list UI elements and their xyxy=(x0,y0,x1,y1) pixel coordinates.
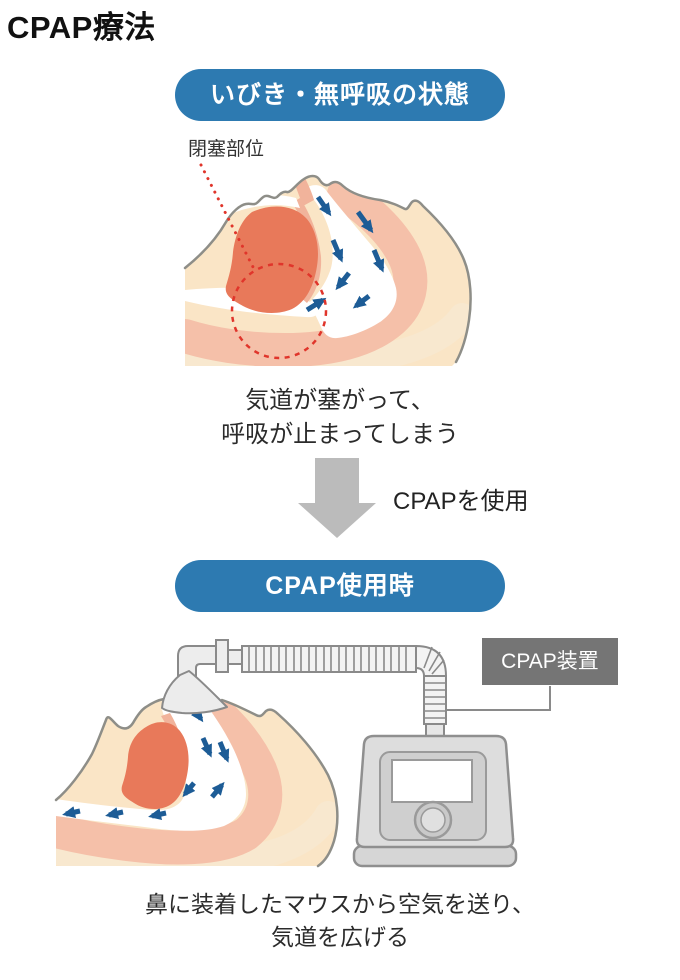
apnea-caption-line1: 気道が塞がって、 xyxy=(245,387,435,414)
hose-neck xyxy=(227,649,243,665)
hose-ribs-horizontal xyxy=(248,647,407,671)
head-profile-outline xyxy=(183,174,472,364)
airway-channel-open xyxy=(56,699,246,831)
machine-base xyxy=(352,844,518,868)
cpap-illustration xyxy=(54,639,551,868)
hose-ribs-bend xyxy=(423,646,445,675)
apnea-caption-line2: 呼吸が止まってしまう xyxy=(221,421,459,449)
hose-ribs-vertical xyxy=(425,682,445,719)
occlusion-circle xyxy=(230,262,328,360)
cpap-hose xyxy=(177,639,448,737)
tongue xyxy=(225,206,318,313)
cpap-caption-line1: 鼻に装着したマウスから空気を送り、 xyxy=(144,891,536,917)
transition-label: CPAPを使用 xyxy=(393,488,529,515)
occlusion-site-label: 閉塞部位 xyxy=(188,139,265,160)
hose-connector xyxy=(425,723,445,737)
machine-display xyxy=(391,759,473,803)
cpap-device-label: CPAP装置 xyxy=(482,638,618,685)
airway-channel-blocked xyxy=(305,185,397,339)
throat-tissue-band xyxy=(185,177,428,366)
hose-collar xyxy=(215,639,229,673)
tongue xyxy=(121,722,189,810)
apnea-state-badge: いびき・無呼吸の状態 xyxy=(175,69,505,121)
apnea-caption: 気道が塞がって、 呼吸が止まってしまう xyxy=(0,384,680,452)
device-label-connector xyxy=(446,686,551,711)
apnea-illustration xyxy=(183,163,472,366)
cpap-machine xyxy=(352,734,518,868)
cpap-usage-badge: CPAP使用時 xyxy=(175,560,505,612)
nasal-mask xyxy=(161,670,228,715)
page-title: CPAP療法 xyxy=(7,10,156,45)
head-profile-outline xyxy=(54,696,339,868)
cpap-caption-line2: 気道を広げる xyxy=(271,923,409,950)
throat-tissue-band xyxy=(56,699,283,865)
transition-arrow-icon xyxy=(298,458,376,538)
cpap-caption: 鼻に装着したマウスから空気を送り、 気道を広げる xyxy=(0,888,680,953)
nasal-passage-tissue xyxy=(294,178,314,206)
hose-horizontal xyxy=(241,645,417,673)
airflow-arrows-blocked xyxy=(305,195,385,313)
machine-knob-center xyxy=(420,807,446,833)
